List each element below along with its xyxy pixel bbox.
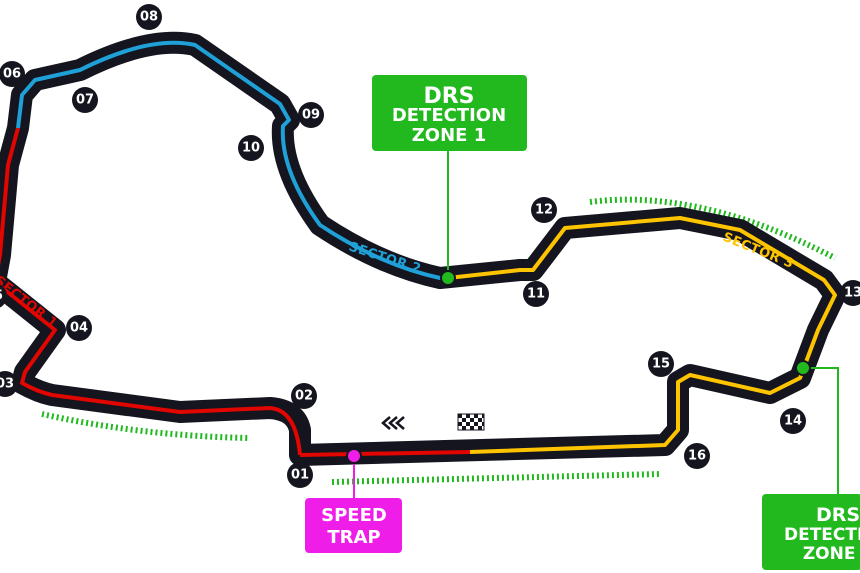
drs-zone-2-line3: ZONE 2 <box>803 544 860 564</box>
sector-3-line <box>447 216 837 454</box>
turn-markers: 01 02 03 04 05 06 07 08 09 10 11 12 13 1… <box>0 4 860 488</box>
turn-marker: 12 <box>531 197 557 223</box>
turn-label: 04 <box>70 321 88 336</box>
turn-label: 08 <box>140 10 158 25</box>
turn-marker: 04 <box>66 315 92 341</box>
speed-trap-marker <box>346 448 362 464</box>
turn-label: 11 <box>527 287 545 302</box>
drs-zone-1-line1: DRS <box>423 84 474 109</box>
turn-marker: 05 <box>0 284 7 308</box>
turn-label: 07 <box>76 93 94 108</box>
turn-label: 16 <box>688 449 706 464</box>
chequered-flag-icon <box>457 413 485 431</box>
drs-zone-1-line3: ZONE 1 <box>412 125 487 146</box>
turn-marker: 15 <box>648 351 674 377</box>
turn-label: 14 <box>784 414 802 429</box>
drs-zone-2-line2: DETECTION <box>784 525 860 545</box>
drs-zone-1-marker <box>440 270 456 286</box>
speed-trap-line1: SPEED <box>321 505 387 526</box>
turn-label: 15 <box>652 357 670 372</box>
turn-marker: 11 <box>523 281 549 307</box>
turn-marker: 13 <box>840 280 860 306</box>
speed-trap-line2: TRAP <box>327 527 380 548</box>
drs-zone-2-marker <box>795 360 811 376</box>
sector-1-line-finish <box>299 450 471 457</box>
turn-label: 01 <box>291 468 309 483</box>
turn-label: 09 <box>302 108 320 123</box>
turn-marker: 02 <box>291 383 317 409</box>
sector-1-line <box>0 127 302 456</box>
turn-label: 03 <box>0 377 14 392</box>
turn-label: 02 <box>295 389 313 404</box>
turn-marker: 08 <box>136 4 162 30</box>
turn-marker: 01 <box>287 462 313 488</box>
turn-marker: 06 <box>0 61 25 87</box>
turn-label: 06 <box>3 67 21 82</box>
turn-marker: 03 <box>0 371 18 397</box>
drs-zone-2-line1: DRS <box>816 504 860 526</box>
kerb-marker-main-straight <box>331 471 661 485</box>
drs-zone-1-line2: DETECTION <box>392 105 506 126</box>
turn-marker: 07 <box>72 87 98 113</box>
turn-label: 12 <box>535 203 553 218</box>
turn-label: 05 <box>0 289 3 304</box>
turn-label: 10 <box>242 141 260 156</box>
kerb-markers <box>41 196 837 485</box>
drs-zone-2-connector <box>803 367 839 494</box>
turn-marker: 10 <box>238 135 264 161</box>
direction-chevrons-icon <box>381 416 405 430</box>
speed-trap-box: SPEED TRAP <box>305 498 402 553</box>
drs-zone-1-box: DRS DETECTION ZONE 1 <box>372 75 527 151</box>
drs-zone-2-box: DRS DETECTION ZONE 2 <box>762 494 860 570</box>
turn-marker: 09 <box>298 102 324 128</box>
turn-marker: 14 <box>780 408 806 434</box>
turn-marker: 16 <box>684 443 710 469</box>
sector-2-line <box>16 40 448 280</box>
turn-label: 13 <box>844 286 860 301</box>
